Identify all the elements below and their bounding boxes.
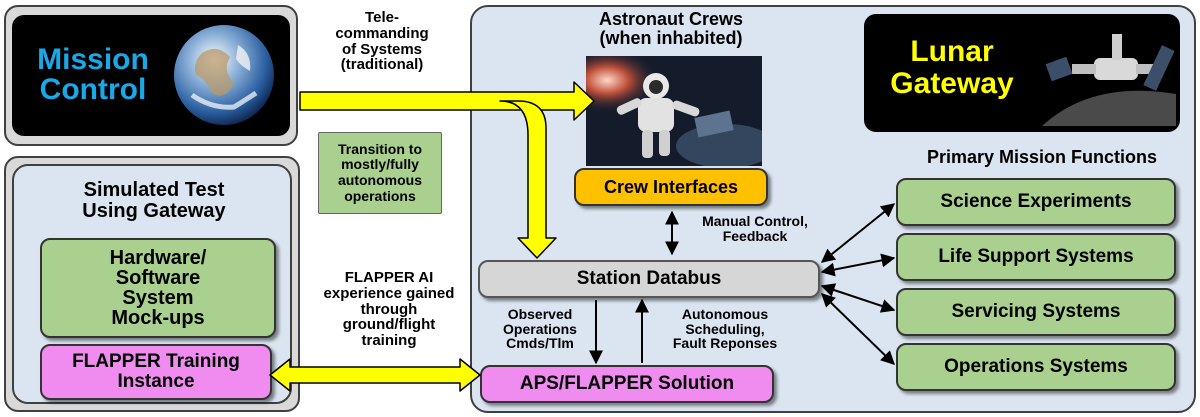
life-support-link-arrow [820,253,896,277]
mission-control-banner: Mission Control [12,15,290,136]
servicing-link-arrow [820,283,896,313]
transition-arrow [499,100,557,259]
crew-interfaces-box: Crew Interfaces [574,168,768,206]
autonomous-scheduling-label: Autonomous Scheduling, Fault Reponses [672,306,778,352]
life-support-systems-box: Life Support Systems [896,233,1176,281]
operations-systems-box: Operations Systems [896,343,1176,391]
station-databus-box: Station Databus [478,260,820,298]
telecommand-arrow [299,81,595,121]
manual-control-label: Manual Control, Feedback [702,213,808,244]
astronaut-crews-title: Astronaut Crews (when inhabited) [598,9,744,48]
aps-flapper-solution-box: APS/FLAPPER Solution [480,365,774,403]
flapper-experience-label: FLAPPER AI experience gained through gro… [323,269,455,349]
simulated-test-title: Simulated Test Using Gateway [82,179,226,222]
earth-icon [174,25,274,125]
simulated-test-panel: Simulated Test Using Gateway Hardware/ S… [12,164,292,404]
transition-box: Transition to mostly/fully autonomous op… [318,132,442,214]
mission-control-panel: Mission Control [4,5,298,146]
flapper-training-instance-box: FLAPPER Training Instance [40,344,272,400]
simulated-test-outer-panel: Simulated Test Using Gateway Hardware/ S… [4,156,300,412]
gateway-station-icon [1042,34,1176,126]
lunar-gateway-banner: Lunar Gateway [864,14,1180,132]
science-link-arrow [820,203,896,263]
astronaut-image [586,56,762,166]
observed-operations-label: Observed Operations Cmds/Tlm [503,306,577,352]
mission-control-title: Mission Control [37,43,149,106]
hardware-software-mockups-box: Hardware/ Software System Mock-ups [40,238,276,338]
science-experiments-box: Science Experiments [896,178,1176,226]
operations-link-arrow [820,293,896,365]
primary-mission-functions-title: Primary Mission Functions [926,147,1158,167]
lunar-gateway-title: Lunar Gateway [890,35,1014,101]
telecommanding-label: Tele- commanding of Systems (traditional… [335,9,429,74]
servicing-systems-box: Servicing Systems [896,288,1176,336]
training-exchange-arrow [269,358,481,392]
